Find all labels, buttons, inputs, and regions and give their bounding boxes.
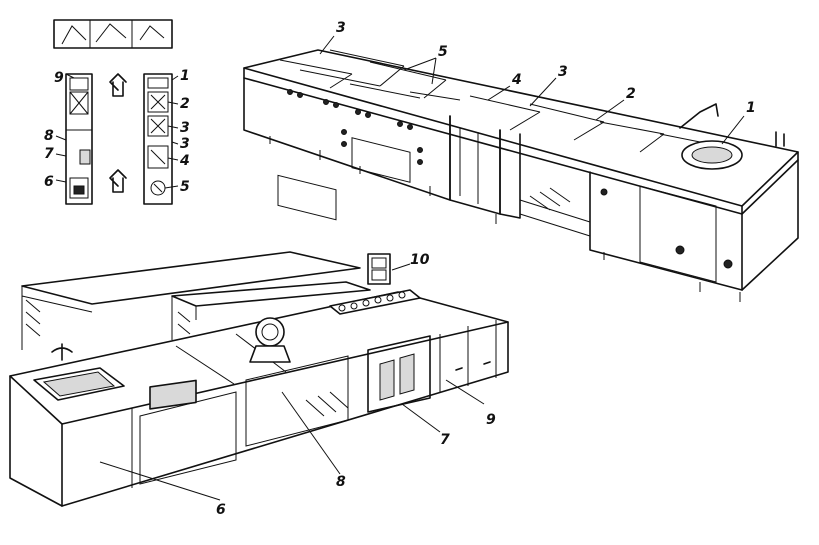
control-knobs [287, 89, 423, 165]
plan-view: 9 8 7 6 1 2 3 3 4 5 [44, 19, 190, 205]
plan-left-column [65, 73, 93, 205]
bottom-label-8: 8 [336, 474, 346, 490]
plan-label-3a: 3 [180, 120, 190, 136]
top-label-1: 1 [746, 100, 756, 116]
bottom-label-10: 10 [410, 252, 430, 268]
plan-label-8: 8 [44, 128, 54, 144]
plan-label-6: 6 [44, 174, 54, 190]
plan-label-4: 4 [179, 153, 190, 169]
bottom-label-6: 6 [216, 502, 226, 518]
prep-counter-view: 10 9 7 8 6 [9, 251, 509, 518]
tray-cells [338, 291, 406, 312]
plan-label-3b: 3 [180, 136, 190, 152]
plan-label-5: 5 [180, 179, 190, 195]
bottom-label-9: 9 [486, 412, 496, 428]
top-label-2: 2 [626, 86, 636, 102]
up-arrow-icon [109, 73, 127, 97]
top-label-3a: 3 [336, 20, 346, 36]
bottom-label-7: 7 [440, 432, 450, 448]
plan-right-column [143, 73, 173, 205]
plan-label-9: 9 [54, 70, 64, 86]
up-arrow-icon [109, 169, 127, 193]
top-label-5: 5 [438, 44, 448, 60]
wall-switch [367, 253, 391, 285]
plan-label-7: 7 [44, 146, 54, 162]
cooking-line-view: 3 5 4 3 2 1 [243, 20, 799, 302]
plan-label-2: 2 [180, 96, 190, 112]
plan-top-strip [53, 19, 173, 49]
plan-label-1: 1 [180, 68, 190, 84]
top-label-4: 4 [511, 72, 522, 88]
top-label-3b: 3 [558, 64, 568, 80]
scale-icon [249, 317, 291, 363]
